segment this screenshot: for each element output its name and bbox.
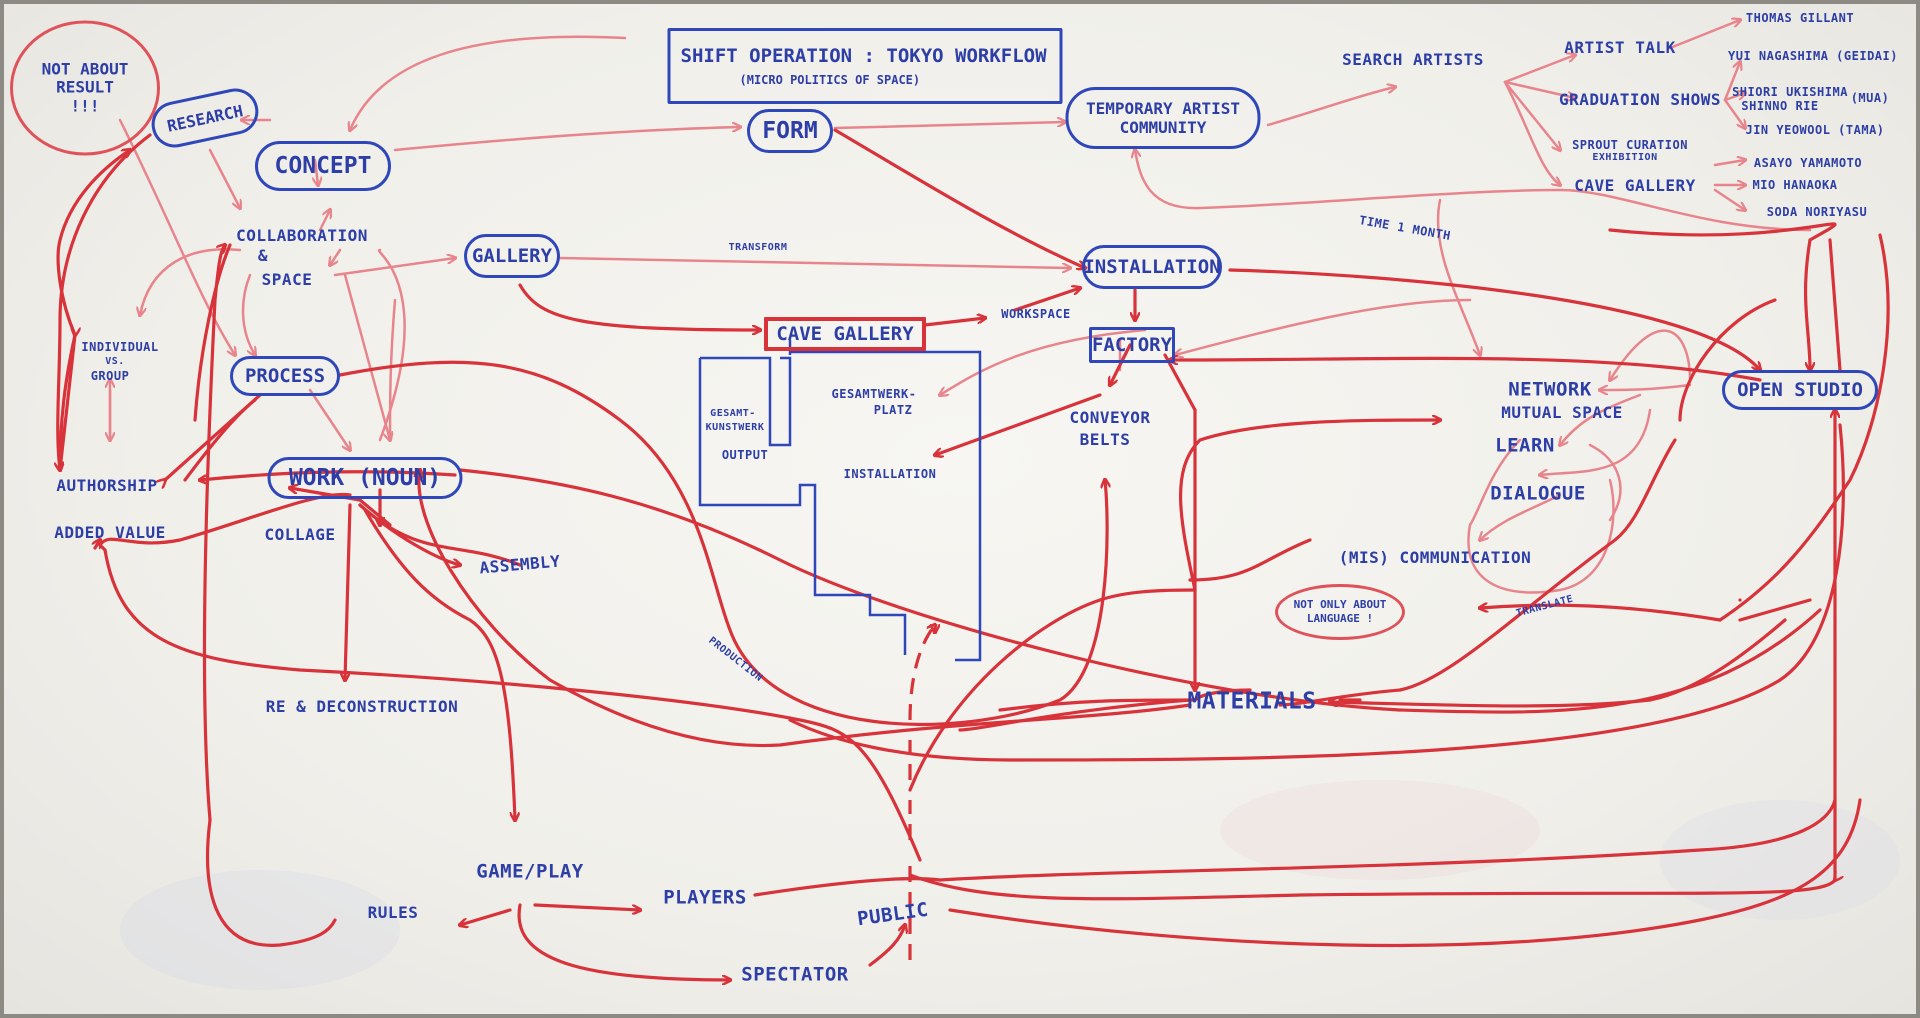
title-box: SHIFT OPERATION : TOKYO WORKFLOW (MICRO …	[667, 28, 1063, 104]
label-rules: RULES	[367, 903, 419, 922]
label-installation-plan: INSTALLATION	[843, 467, 937, 481]
label-gesamt: GESAMT-	[710, 408, 756, 419]
label-platz: PLATZ	[873, 403, 913, 417]
note-not-only-language: NOT ONLY ABOUT LANGUAGE !	[1275, 584, 1405, 640]
label-materials: MATERIALS	[1187, 688, 1317, 715]
label-players: PLAYERS	[663, 886, 747, 909]
artist-jin-yeowool: JIN YEOWOOL (TAMA)	[1745, 123, 1885, 137]
label-belts: BELTS	[1079, 430, 1131, 449]
node-process-label: PROCESS	[244, 365, 326, 387]
artist-asayo-yamamoto: ASAYO YAMAMOTO	[1753, 156, 1863, 170]
red-connectors	[58, 128, 1890, 980]
node-factory-label: FACTORY	[1091, 334, 1173, 356]
artist-thomas-gillant: THOMAS GILLANT	[1745, 11, 1855, 25]
label-individual: INDIVIDUAL	[81, 340, 159, 354]
node-research-label: RESEARCH	[165, 100, 245, 136]
node-cave-gallery-center-label: CAVE GALLERY	[776, 323, 914, 345]
label-mutual-space: MUTUAL SPACE	[1501, 403, 1623, 422]
node-temporary-artist-community-label: TEMPORARY ARTIST COMMUNITY	[1085, 98, 1241, 137]
label-exhibition: EXHIBITION	[1592, 152, 1658, 163]
node-gallery: GALLERY	[464, 234, 560, 278]
label-output: OUTPUT	[721, 448, 769, 462]
node-form: FORM	[747, 109, 833, 153]
label-learn: LEARN	[1495, 434, 1555, 457]
note-not-about-result: NOT ABOUT RESULT !!!	[10, 20, 160, 156]
label-cave-gallery-right: CAVE GALLERY	[1574, 176, 1696, 195]
node-concept: CONCEPT	[255, 141, 391, 191]
board-smudges	[120, 780, 1900, 990]
label-workspace: WORKSPACE	[1001, 307, 1071, 321]
node-form-label: FORM	[762, 118, 818, 144]
label-added-value: ADDED VALUE	[54, 523, 166, 542]
label-ampersand: &	[257, 246, 269, 265]
label-conveyor: CONVEYOR	[1069, 408, 1151, 427]
node-work-noun-label: WORK (NOUN)	[288, 465, 442, 491]
node-work-noun: WORK (NOUN)	[267, 457, 463, 499]
label-re-deconstruction: RE & DECONSTRUCTION	[265, 697, 459, 716]
node-installation-label: INSTALLATION	[1083, 256, 1221, 278]
artist-shiori-ukishima: SHIORI UKISHIMA	[1732, 85, 1848, 99]
note-not-only-language-text: NOT ONLY ABOUT LANGUAGE !	[1293, 597, 1387, 625]
label-spectator: SPECTATOR	[741, 963, 849, 986]
node-open-studio-label: OPEN STUDIO	[1737, 379, 1863, 401]
label-mis-communication: (MIS) COMMUNICATION	[1338, 548, 1532, 567]
label-dialogue: DIALOGUE	[1490, 482, 1586, 505]
label-vs: VS.	[105, 356, 125, 367]
label-authorship: AUTHORSHIP	[56, 476, 158, 495]
artist-yui-nagashima: YUI NAGASHIMA (GEIDAI)	[1728, 49, 1898, 63]
page-title: SHIFT OPERATION : TOKYO WORKFLOW	[680, 45, 1047, 67]
artist-shinno-rie: SHINNO RIE	[1741, 99, 1819, 113]
label-group: GROUP	[90, 369, 130, 383]
label-graduation-shows: GRADUATION SHOWS	[1558, 90, 1722, 109]
label-transform: TRANSFORM	[728, 242, 788, 253]
node-factory: FACTORY	[1089, 327, 1175, 363]
label-collaboration: COLLABORATION	[236, 226, 368, 245]
artist-mio-hanaoka: MIO HANAOKA	[1752, 178, 1838, 192]
node-concept-label: CONCEPT	[274, 153, 372, 179]
label-artist-talk: ARTIST TALK	[1564, 38, 1676, 57]
label-network: NETWORK	[1508, 378, 1592, 401]
node-cave-gallery-center: CAVE GALLERY	[764, 317, 926, 351]
node-installation: INSTALLATION	[1082, 245, 1222, 289]
artist-mua-tag: (MUA)	[1850, 91, 1890, 105]
label-game-play: GAME/PLAY	[476, 860, 584, 883]
node-temporary-artist-community: TEMPORARY ARTIST COMMUNITY	[1065, 87, 1261, 149]
label-search: SEARCH ARTISTS	[1342, 50, 1484, 69]
label-space: SPACE	[261, 270, 313, 289]
node-open-studio: OPEN STUDIO	[1722, 370, 1878, 410]
node-process: PROCESS	[230, 356, 340, 396]
note-not-about-result-text: NOT ABOUT RESULT !!!	[41, 59, 129, 116]
artist-soda-noriyasu: SODA NORIYASU	[1766, 205, 1868, 219]
pink-connectors	[110, 20, 1812, 594]
label-kunstwerk: KUNSTWERK	[705, 422, 765, 433]
node-gallery-label: GALLERY	[471, 245, 553, 267]
label-gesamtwerk: GESAMTWERK-	[831, 387, 917, 401]
label-collage: COLLAGE	[264, 525, 336, 544]
page-subtitle: (MICRO POLITICS OF SPACE)	[739, 73, 921, 87]
label-sprout-curation: SPROUT CURATION	[1572, 138, 1688, 152]
